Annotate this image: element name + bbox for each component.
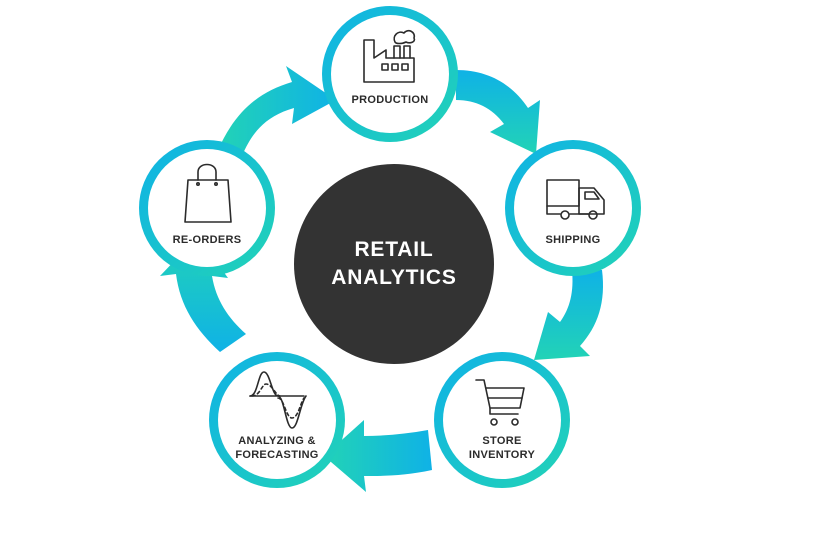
stage-shipping: SHIPPING xyxy=(505,140,641,276)
stage-re-orders: RE-ORDERS xyxy=(139,140,275,276)
stage-label-line1: STORE xyxy=(482,435,521,447)
truck-icon xyxy=(546,179,605,220)
center-hub: RETAIL ANALYTICS xyxy=(294,164,494,364)
wave-chart-icon xyxy=(249,371,307,429)
stage-label-line1: ANALYZING & xyxy=(238,435,315,447)
center-circle xyxy=(294,164,494,364)
stage-label: RE-ORDERS xyxy=(173,234,242,246)
stage-label-line2: INVENTORY xyxy=(469,449,536,461)
center-title-line2: ANALYTICS xyxy=(331,266,456,289)
stage-analyzing-forecasting: ANALYZING & FORECASTING xyxy=(209,352,345,488)
stage-production: PRODUCTION xyxy=(322,6,458,142)
stage-store-inventory: STORE INVENTORY xyxy=(434,352,570,488)
stage-label: SHIPPING xyxy=(546,234,601,246)
arrow-shipping-to-store xyxy=(534,270,604,360)
shopping-cart-icon xyxy=(475,379,525,426)
center-title-line1: RETAIL xyxy=(354,238,433,261)
arrow-reorders-to-production xyxy=(218,66,336,156)
shopping-bag-icon xyxy=(184,163,232,223)
arrow-store-to-analyzing xyxy=(324,420,432,492)
factory-icon xyxy=(363,30,416,83)
stage-label: PRODUCTION xyxy=(352,94,429,106)
stage-label-line2: FORECASTING xyxy=(235,449,318,461)
arrow-production-to-shipping xyxy=(456,70,540,154)
